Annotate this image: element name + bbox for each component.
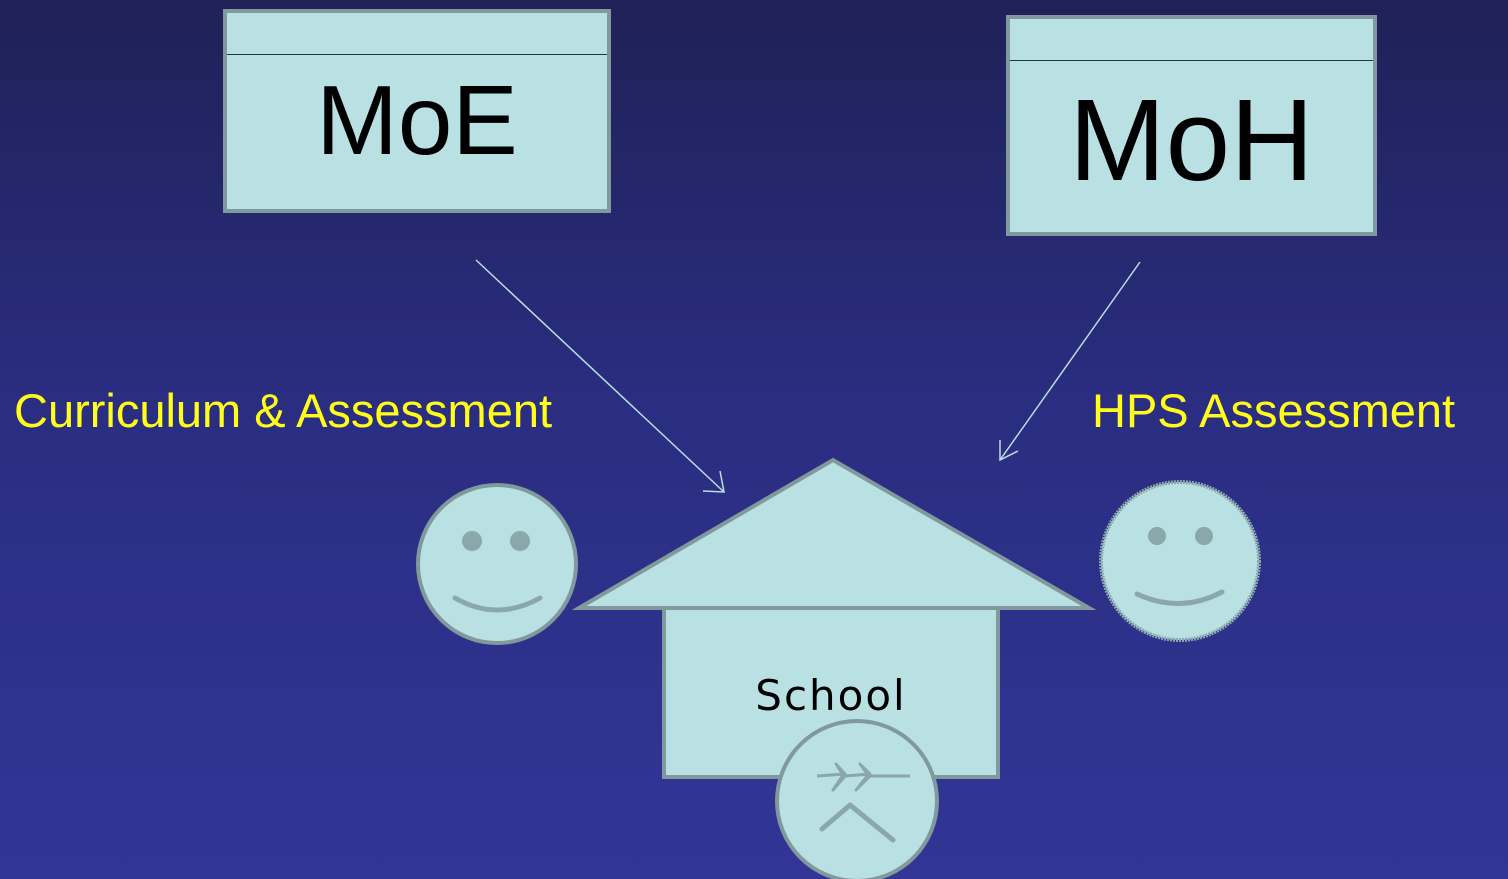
moe-box-divider [227, 54, 607, 55]
frowning-face-icon [775, 719, 939, 879]
hps-assessment-label: HPS Assessment [1092, 384, 1456, 437]
school-roof [571, 457, 1097, 610]
moh-box: MoH [1006, 15, 1377, 236]
school-label: School [755, 671, 907, 720]
arrow-moh-to-school [999, 261, 1141, 462]
arrow-moe-to-school [475, 259, 725, 493]
curriculum-assessment-label: Curriculum & Assessment [14, 384, 553, 437]
moh-box-divider [1010, 60, 1373, 61]
moe-box: MoE [223, 9, 611, 213]
moe-label: MoE [316, 65, 518, 175]
smiley-face-icon [416, 483, 578, 645]
moh-label: MoH [1069, 75, 1314, 205]
smiley-face-icon [1099, 480, 1261, 642]
